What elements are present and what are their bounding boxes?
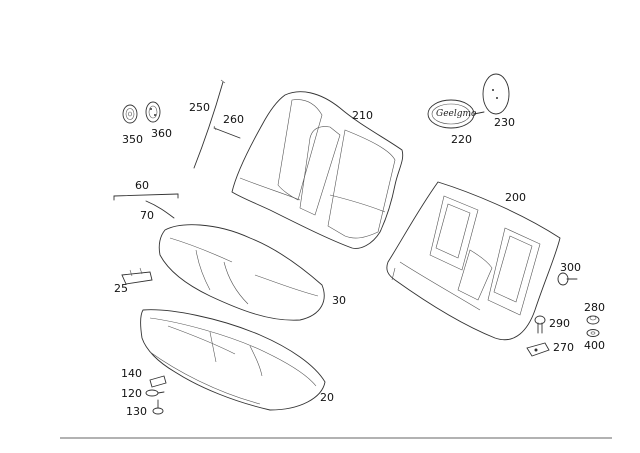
part-130-screw [152, 399, 164, 415]
part-230-disc [473, 73, 510, 115]
part-20-seat-frame [140, 309, 326, 411]
label-260: 260 [223, 113, 244, 126]
label-60: 60 [135, 179, 149, 192]
badge-text: Geelgmo [436, 109, 477, 119]
part-260-clip [213, 125, 241, 139]
part-60-strip [113, 193, 179, 201]
label-200: 200 [505, 191, 526, 204]
label-270: 270 [553, 341, 574, 354]
label-210: 210 [352, 109, 373, 122]
label-250: 250 [189, 101, 210, 114]
label-25: 25 [114, 282, 128, 295]
part-210-backrest-cover [231, 91, 404, 249]
label-30: 30 [332, 294, 346, 307]
part-120-grommet [145, 389, 165, 397]
part-25-bracket [121, 267, 153, 285]
part-280-nut [586, 315, 600, 325]
part-300-bolt [557, 272, 578, 286]
part-400-washer [586, 329, 600, 337]
part-360-cover [145, 101, 161, 123]
label-280: 280 [584, 301, 605, 314]
label-350: 350 [122, 133, 143, 146]
part-290-screw [534, 315, 546, 334]
label-230: 230 [494, 116, 515, 129]
label-20: 20 [320, 391, 334, 404]
label-400: 400 [584, 339, 605, 352]
label-140: 140 [121, 367, 142, 380]
label-290: 290 [549, 317, 570, 330]
part-270-bracket [526, 342, 550, 357]
label-120: 120 [121, 387, 142, 400]
part-140-clip [149, 375, 167, 388]
part-250-rod [193, 79, 226, 169]
part-30-cushion-cover [158, 224, 325, 321]
label-70: 70 [140, 209, 154, 222]
label-130: 130 [126, 405, 147, 418]
label-300: 300 [560, 261, 581, 274]
label-220: 220 [451, 133, 472, 146]
part-350-knob [122, 104, 138, 124]
part-200-backrest-frame [386, 181, 561, 341]
label-360: 360 [151, 127, 172, 140]
part-70-wire [145, 200, 175, 219]
